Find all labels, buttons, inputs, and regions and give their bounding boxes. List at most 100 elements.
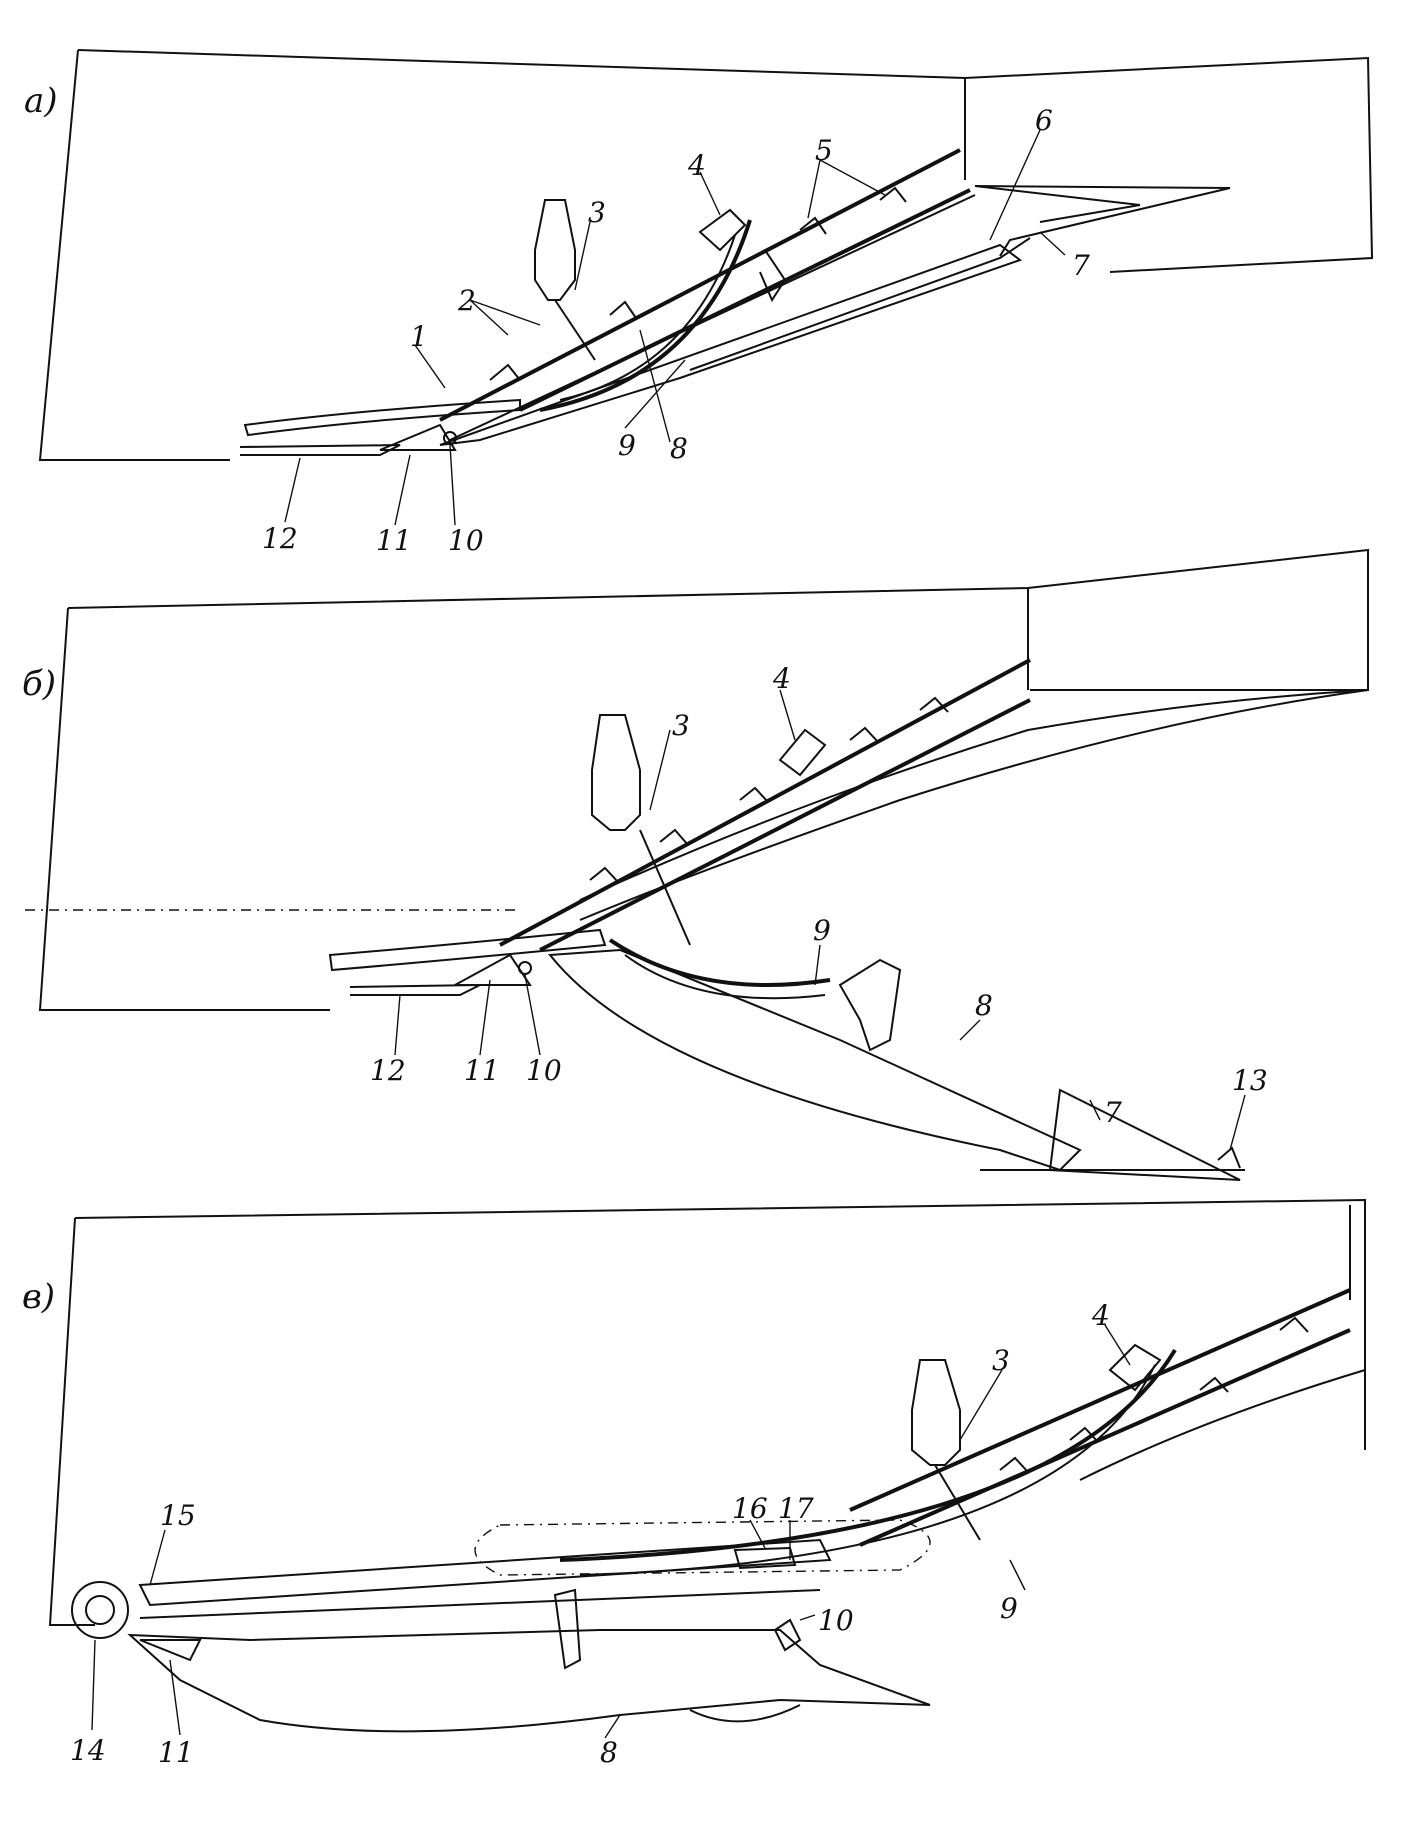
panel-c-drum-outer bbox=[71, 1581, 129, 1639]
panel-c-drum-inner bbox=[85, 1595, 115, 1625]
panel-a-callout-11: 11 bbox=[376, 524, 412, 557]
panel-a-bracket-4 bbox=[698, 208, 747, 252]
panel-b-hinge bbox=[518, 961, 532, 975]
panel-c-track-lower bbox=[139, 1589, 821, 1619]
panel-a-fuselage-left bbox=[38, 49, 230, 461]
panel-a-arc-link bbox=[539, 219, 752, 412]
panel-a-rail bbox=[449, 194, 976, 441]
panel-b-label: б) bbox=[22, 664, 56, 704]
panel-a-fuselage-outline bbox=[77, 49, 1374, 273]
panel-a-bay-contour bbox=[689, 237, 1031, 371]
panel-c-bay-contour bbox=[1079, 1369, 1366, 1481]
panel-c-arc-link bbox=[559, 1348, 1177, 1562]
panel-b-callout-12: 12 bbox=[370, 1054, 406, 1087]
panel-c-label: в) bbox=[22, 1277, 55, 1317]
panel-b-upper-beam bbox=[499, 658, 1031, 947]
panel-a-callout-3: 3 bbox=[588, 196, 606, 229]
panel-c-callout-10: 10 bbox=[818, 1604, 854, 1637]
panel-b-arc-link bbox=[608, 938, 831, 987]
panel-a-callout-7: 7 bbox=[1072, 249, 1090, 282]
panel-c-shock-strut bbox=[911, 1359, 961, 1466]
panel-a-lugs bbox=[489, 186, 907, 381]
panel-a-callout-5: 5 bbox=[815, 134, 833, 167]
panel-a-ski-body bbox=[439, 243, 1023, 446]
panel-b: б) 3 4 7 8 9 bbox=[22, 548, 1369, 1181]
panel-b-fairing bbox=[1048, 1088, 1241, 1181]
panel-a-shock-strut bbox=[534, 199, 576, 301]
panel-c-latch bbox=[773, 1618, 802, 1652]
panel-a-callout-12: 12 bbox=[262, 522, 298, 555]
panel-b-ski-upper bbox=[328, 928, 607, 972]
panel-c-callout-14: 14 bbox=[70, 1734, 106, 1767]
panel-b-lugs bbox=[589, 696, 949, 883]
panel-b-bay-contour bbox=[579, 689, 1369, 901]
panel-c-callout-4: 4 bbox=[1091, 1299, 1110, 1332]
panel-c-track-upper bbox=[138, 1538, 832, 1607]
panel-b-bay-contour-lower bbox=[579, 689, 1369, 921]
panel-b-ski-lower bbox=[349, 984, 481, 996]
panel-a-ski-upper bbox=[243, 398, 521, 437]
panel-a-hanger bbox=[759, 249, 787, 303]
panel-c-fuselage-outline bbox=[74, 1198, 1366, 1450]
panel-c-strut-rod bbox=[934, 1464, 981, 1541]
panel-a-bracket bbox=[379, 423, 457, 451]
panel-a-callout-6: 6 bbox=[1035, 104, 1053, 137]
panel-c-fuselage-left bbox=[48, 1217, 95, 1626]
panel-c-upper-beam bbox=[849, 1288, 1351, 1512]
panel-a-callout-9: 9 bbox=[618, 429, 636, 462]
panel-c: в) 3 4 8 9 10 11 bbox=[22, 1198, 1366, 1769]
panel-a: a) 1 2 3 4 5 6 bbox=[24, 49, 1374, 557]
panel-c-lugs bbox=[999, 1316, 1309, 1473]
panel-c-callout-16: 16 bbox=[732, 1492, 768, 1525]
panel-b-shock-strut bbox=[591, 714, 641, 831]
panel-c-wheel-outline bbox=[474, 1519, 931, 1576]
panel-b-fuselage-left bbox=[38, 607, 330, 1011]
panel-a-strut-rod bbox=[554, 299, 596, 361]
panel-b-callout-9: 9 bbox=[813, 914, 831, 947]
panel-a-fairing bbox=[974, 185, 1231, 257]
panel-b-hanger bbox=[838, 958, 902, 1052]
panel-b-callout-11: 11 bbox=[464, 1054, 500, 1087]
panel-b-arc-link-inner bbox=[624, 954, 826, 1000]
panel-c-lower-beam bbox=[859, 1328, 1351, 1547]
panel-c-roller bbox=[733, 1546, 797, 1570]
panel-c-callout-11: 11 bbox=[158, 1736, 194, 1769]
panel-b-callout-3: 3 bbox=[672, 709, 690, 742]
panel-a-hinge bbox=[443, 431, 457, 445]
panel-b-bracket-4 bbox=[778, 728, 827, 777]
panel-c-leaders bbox=[91, 1324, 1131, 1739]
panel-c-callout-15: 15 bbox=[160, 1499, 196, 1532]
panel-c-bracket bbox=[139, 1639, 202, 1662]
panel-a-fairing-inner bbox=[974, 185, 1141, 223]
panel-a-callout-10: 10 bbox=[448, 524, 484, 557]
panel-a-callout-4: 4 bbox=[687, 149, 706, 182]
panel-c-ski-body bbox=[127, 1629, 931, 1733]
panel-c-callout-8: 8 bbox=[600, 1736, 618, 1769]
panel-c-callout-9: 9 bbox=[1000, 1592, 1018, 1625]
panel-b-leaders bbox=[394, 689, 1246, 1151]
panel-c-hanger bbox=[553, 1588, 582, 1670]
panel-a-ski-lower bbox=[239, 444, 401, 456]
panel-b-callout-4: 4 bbox=[772, 662, 791, 695]
panel-b-callout-13: 13 bbox=[1232, 1064, 1268, 1097]
panel-a-callout-8: 8 bbox=[670, 432, 688, 465]
panel-c-bracket-4 bbox=[1108, 1343, 1162, 1392]
panel-a-arc-link-inner bbox=[559, 234, 736, 401]
panel-c-ski-keel bbox=[689, 1704, 801, 1723]
panel-a-callout-1: 1 bbox=[410, 320, 428, 353]
panel-b-callout-10: 10 bbox=[526, 1054, 562, 1087]
panel-a-label: a) bbox=[24, 81, 58, 121]
panel-b-callout-7: 7 bbox=[1104, 1096, 1122, 1129]
panel-a-upper-beam bbox=[439, 148, 961, 422]
panel-c-callout-17: 17 bbox=[778, 1492, 814, 1525]
panel-b-fuselage-outline bbox=[67, 548, 1369, 691]
panel-a-callout-2: 2 bbox=[457, 284, 476, 317]
panel-b-ski-body bbox=[548, 948, 1082, 1172]
panel-c-callout-3: 3 bbox=[992, 1344, 1010, 1377]
panel-b-tail-hook bbox=[1217, 1146, 1241, 1169]
panel-c-arc-link-inner bbox=[579, 1364, 1156, 1576]
panel-b-callout-8: 8 bbox=[975, 989, 993, 1022]
panel-b-strut-rod bbox=[639, 829, 691, 946]
panel-b-lower-beam bbox=[539, 698, 1031, 952]
